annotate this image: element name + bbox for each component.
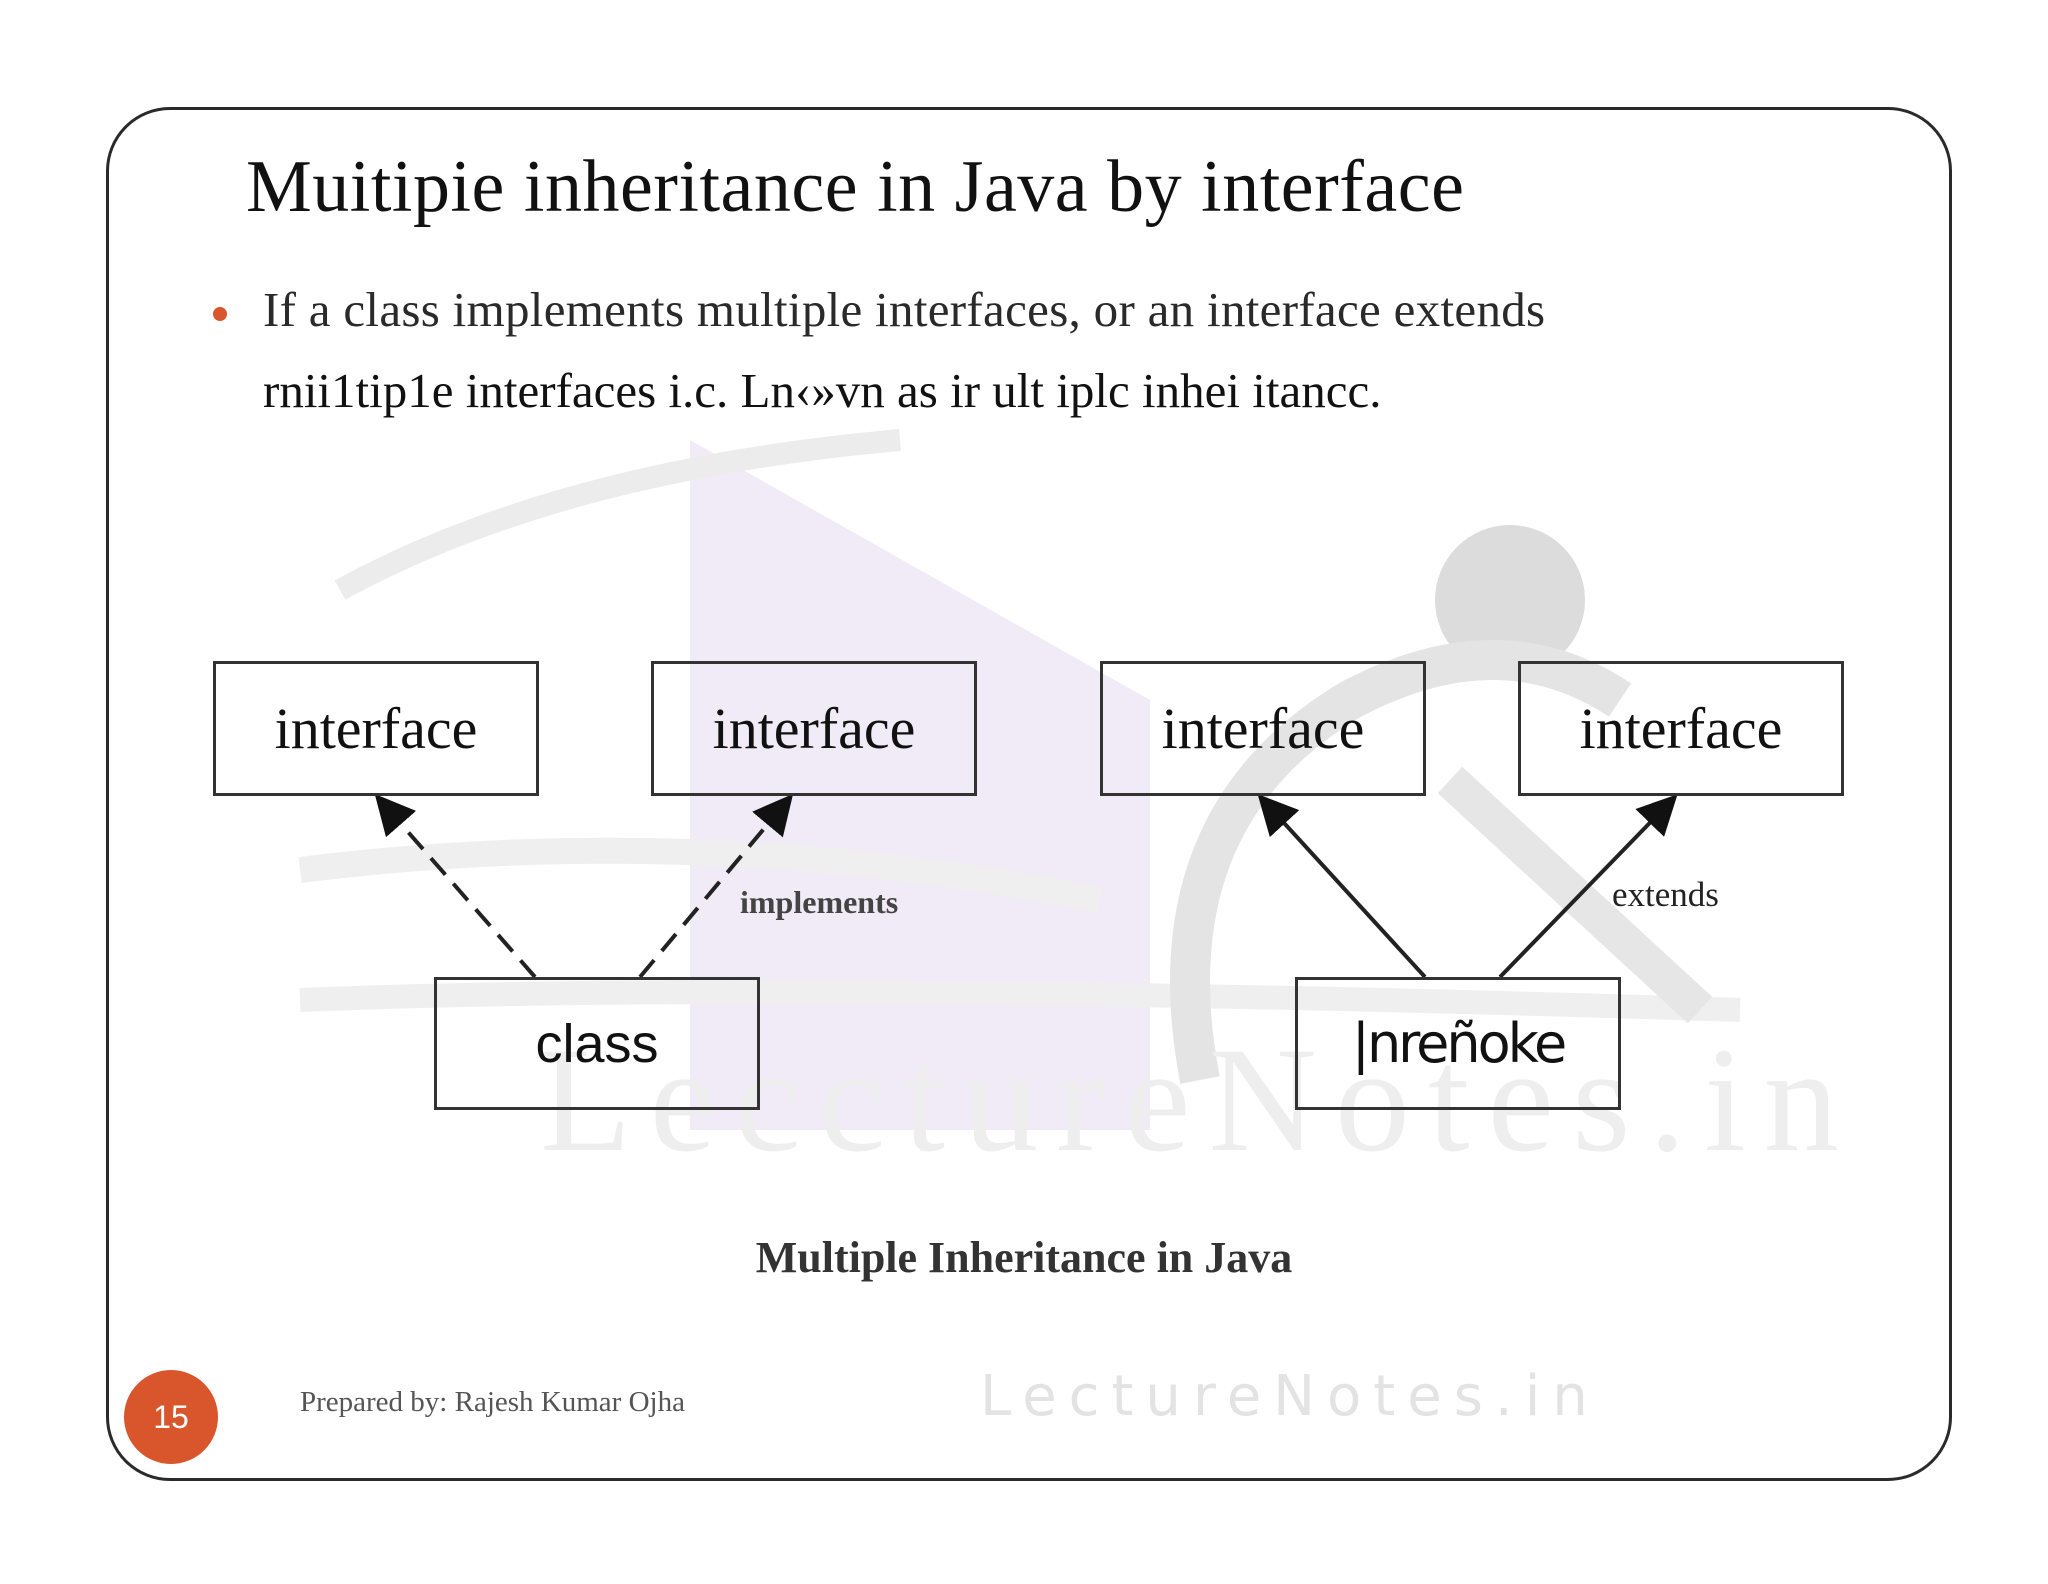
implements-label: implements bbox=[740, 884, 899, 920]
box-label: interface bbox=[1579, 696, 1783, 761]
box-label: interface bbox=[1161, 696, 1365, 761]
box-label: class bbox=[535, 1013, 659, 1074]
left-interface-box-1: interface bbox=[213, 661, 539, 796]
box-label: interface bbox=[274, 696, 478, 761]
extends-arrow-left bbox=[1257, 794, 1427, 979]
right-interface-box-2: interface bbox=[1518, 661, 1844, 796]
slide-title: Muitipie inheritance in Java by interfac… bbox=[246, 146, 1465, 228]
left-interface-box-2: interface bbox=[651, 661, 977, 796]
bullet-text-line-1: If a class implements multiple interface… bbox=[263, 282, 1546, 337]
bullet-icon bbox=[213, 307, 227, 321]
footer-watermark: LectureNotes.in bbox=[980, 1364, 1600, 1429]
footer-author: Prepared by: Rajesh Kumar Ojha bbox=[300, 1386, 685, 1418]
left-class-box: class bbox=[434, 977, 760, 1110]
bullet-text-line-2: rnii1tip1e interfaces i.c. Ln‹»vn as ir … bbox=[263, 363, 1382, 418]
extends-arrow-right bbox=[1498, 794, 1678, 979]
implements-arrow-left bbox=[374, 793, 537, 979]
implements-arrow-right bbox=[638, 793, 794, 979]
extends-label: extends bbox=[1612, 875, 1719, 914]
box-label: interface bbox=[712, 696, 916, 761]
diagram-caption: Multiple Inheritance in Java bbox=[755, 1233, 1293, 1282]
right-interface-child-box: |nreñoke bbox=[1295, 977, 1621, 1110]
right-interface-box-1: interface bbox=[1100, 661, 1426, 796]
page-number-badge: 15 bbox=[124, 1370, 218, 1464]
box-label: |nreñoke bbox=[1351, 1012, 1567, 1075]
